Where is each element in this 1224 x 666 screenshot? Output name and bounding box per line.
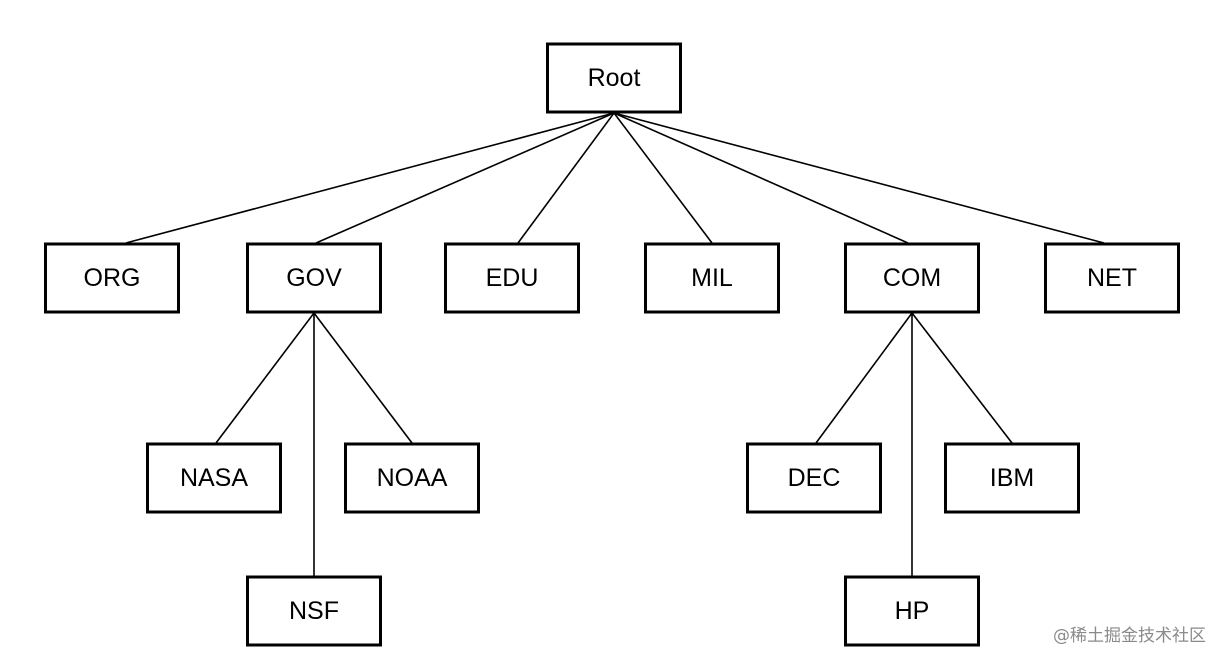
node-ibm: IBM (944, 442, 1080, 514)
edge-root-edu (517, 112, 615, 244)
node-com: COM (844, 242, 980, 314)
node-root: Root (546, 42, 682, 114)
watermark: @稀土掘金技术社区 (1053, 626, 1206, 646)
node-box-mil (644, 242, 780, 314)
edge-root-net (613, 112, 1105, 244)
node-noaa: NOAA (344, 442, 480, 514)
node-hp: HP (844, 575, 980, 647)
node-label-com: COM (883, 264, 941, 292)
node-label-org: ORG (84, 264, 141, 292)
edge-com-ibm (911, 312, 1013, 444)
node-net: NET (1044, 242, 1180, 314)
node-label-gov: GOV (286, 264, 342, 292)
edge-com-dec (815, 312, 913, 444)
node-box-edu (444, 242, 580, 314)
edge-gov-nasa (215, 312, 315, 444)
node-gov: GOV (246, 242, 382, 314)
node-label-noaa: NOAA (377, 464, 448, 492)
node-label-nasa: NASA (180, 464, 248, 492)
node-edu: EDU (444, 242, 580, 314)
node-box-root (546, 42, 682, 114)
node-label-nsf: NSF (289, 597, 339, 625)
node-box-gov (246, 242, 382, 314)
node-org: ORG (44, 242, 180, 314)
node-label-hp: HP (895, 597, 930, 625)
node-dec: DEC (746, 442, 882, 514)
node-nasa: NASA (146, 442, 282, 514)
node-label-edu: EDU (486, 264, 539, 292)
node-box-hp (844, 575, 980, 647)
edge-root-gov (315, 112, 615, 244)
node-box-noaa (344, 442, 480, 514)
node-box-net (1044, 242, 1180, 314)
node-label-ibm: IBM (990, 464, 1034, 492)
node-label-mil: MIL (691, 264, 733, 292)
node-label-net: NET (1087, 264, 1137, 292)
edge-root-mil (613, 112, 713, 244)
node-label-root: Root (588, 64, 641, 92)
node-mil: MIL (644, 242, 780, 314)
node-box-com (844, 242, 980, 314)
edge-root-com (613, 112, 909, 244)
edge-root-org (125, 112, 615, 244)
node-box-nasa (146, 442, 282, 514)
node-box-org (44, 242, 180, 314)
node-box-dec (746, 442, 882, 514)
node-box-nsf (246, 575, 382, 647)
edge-gov-noaa (313, 312, 413, 444)
node-label-dec: DEC (788, 464, 841, 492)
tree-edges (125, 112, 1105, 577)
node-box-ibm (944, 442, 1080, 514)
node-nsf: NSF (246, 575, 382, 647)
